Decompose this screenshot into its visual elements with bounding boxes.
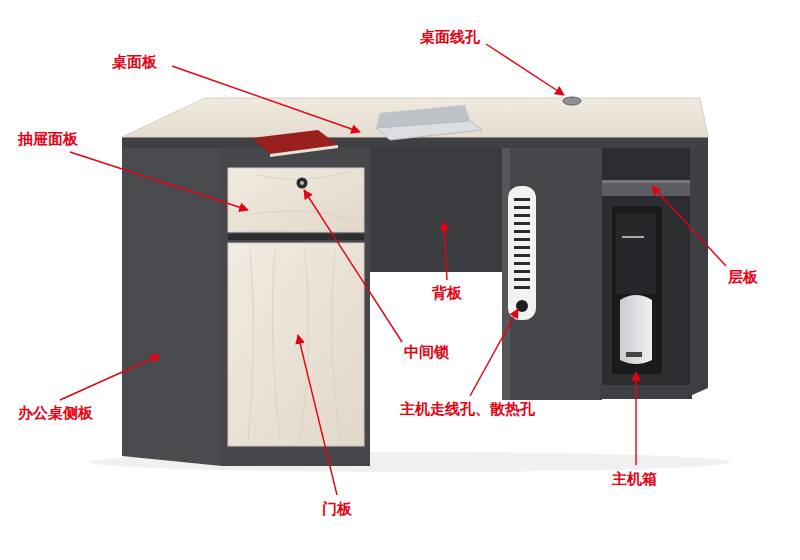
tower-silver-panel (620, 295, 652, 364)
pc-tower (612, 206, 662, 374)
book-pages (270, 145, 338, 157)
wood-grain (245, 172, 355, 440)
leader-line (298, 335, 337, 495)
leader-line (172, 66, 360, 132)
leader-line (486, 44, 564, 95)
shelf (602, 180, 690, 196)
cable-vent (508, 186, 536, 320)
tower-port (626, 352, 642, 357)
part-label: 层板 (728, 268, 758, 286)
leader-line (60, 355, 160, 400)
side-panel (122, 146, 222, 466)
leader-line (470, 309, 518, 396)
part-label: 抽屉面板 (18, 130, 78, 148)
shelf-edge (602, 180, 690, 183)
door-panel (228, 243, 364, 446)
back-panel (370, 148, 502, 272)
desktop-edge (122, 137, 708, 148)
leader-line (70, 152, 248, 210)
part-label: 主机箱 (612, 470, 657, 488)
drawer-panel (228, 168, 364, 232)
compartment-interior (602, 148, 690, 388)
leader-line (304, 190, 402, 342)
part-label: 背板 (432, 284, 462, 302)
part-label: 办公桌侧板 (18, 404, 93, 422)
book (252, 130, 338, 154)
part-label: 桌面线孔 (420, 28, 480, 46)
end-panel (690, 140, 708, 396)
laptop-base (376, 121, 482, 140)
tower-front (616, 214, 656, 294)
plinth (600, 385, 692, 399)
drawer-gap (228, 234, 364, 240)
leader-line (444, 222, 447, 280)
leader-lines (60, 44, 726, 495)
part-label: 门板 (322, 500, 352, 518)
lock-core (300, 181, 304, 185)
leader-line (635, 372, 636, 465)
desktop-cable-hole (563, 97, 581, 105)
leader-line (652, 186, 726, 266)
part-label: 桌面板 (112, 53, 157, 71)
lock (297, 178, 308, 189)
pedestal-front (222, 148, 370, 466)
part-label: 主机走线孔、散热孔 (400, 400, 535, 418)
cpu-side-panel (502, 148, 602, 400)
tower-badge (622, 236, 644, 238)
vent-slots (514, 198, 530, 289)
part-label: 中间锁 (404, 343, 449, 361)
